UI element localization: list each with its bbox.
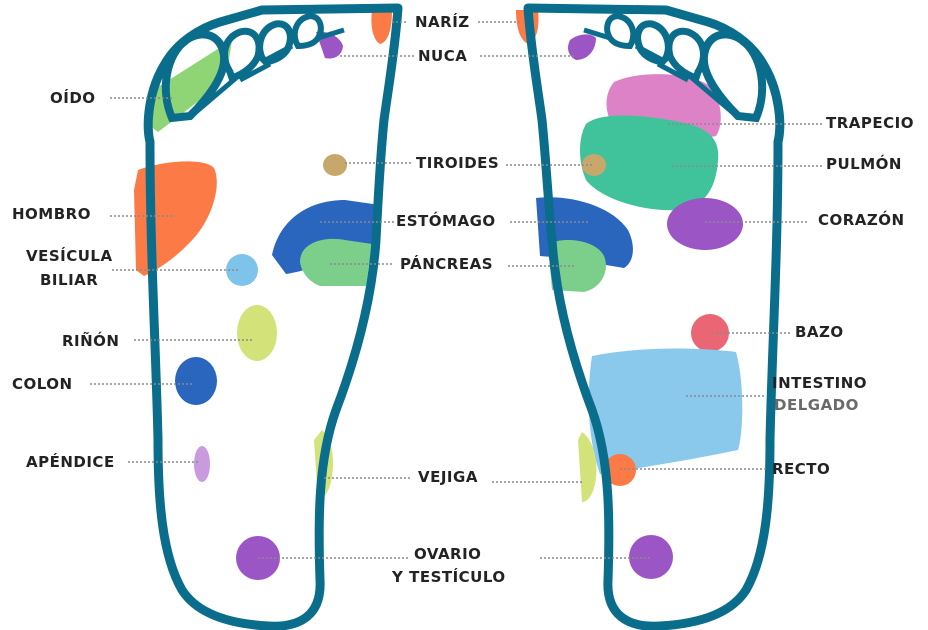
label-pancreas: PÁNCREAS [400,254,493,275]
label-colon: COLON [12,374,73,395]
label-nariz: NARÍZ [415,12,470,33]
label-vesicula-line2: BILIAR [40,270,98,291]
zone-vesicula [226,254,258,286]
label-intestino-line1: INTESTINO [772,373,867,394]
zone-corazon [667,198,743,250]
label-intestino-line2: DELGADO [774,395,859,416]
label-trapecio: TRAPECIO [826,113,914,134]
left-foot [134,8,398,626]
label-corazon: CORAZÓN [818,210,905,231]
zone-intestino [589,349,743,474]
label-pulmon: PULMÓN [826,154,902,175]
label-hombro: HOMBRO [12,204,91,225]
zone-tiroides-left [323,154,347,176]
label-ovario-line2: Y TESTÍCULO [392,567,506,588]
label-estomago: ESTÓMAGO [396,211,496,232]
label-vesicula-line1: VESÍCULA [26,246,113,267]
label-tiroides: TIROIDES [416,153,499,174]
right-foot [516,8,780,626]
right-toe-4-outline [607,16,633,46]
label-oido: OÍDO [50,88,96,109]
zone-rinon [237,305,277,361]
zone-ovario-right [629,535,673,579]
zone-nariz-left [371,10,392,44]
label-rinon: RIÑÓN [62,331,120,352]
zone-apendice [194,446,210,482]
zone-pancreas-left [300,239,372,286]
label-ovario-line1: OVARIO [414,544,481,565]
label-apendice: APÉNDICE [26,452,115,473]
zone-tiroides-right [582,154,606,176]
left-toe-4-outline [295,16,321,46]
label-vejiga: VEJIGA [418,467,478,488]
zone-bazo [691,314,729,352]
label-recto: RECTO [772,459,830,480]
label-bazo: BAZO [795,322,844,343]
zone-colon [175,357,217,405]
label-nuca: NUCA [418,46,467,67]
